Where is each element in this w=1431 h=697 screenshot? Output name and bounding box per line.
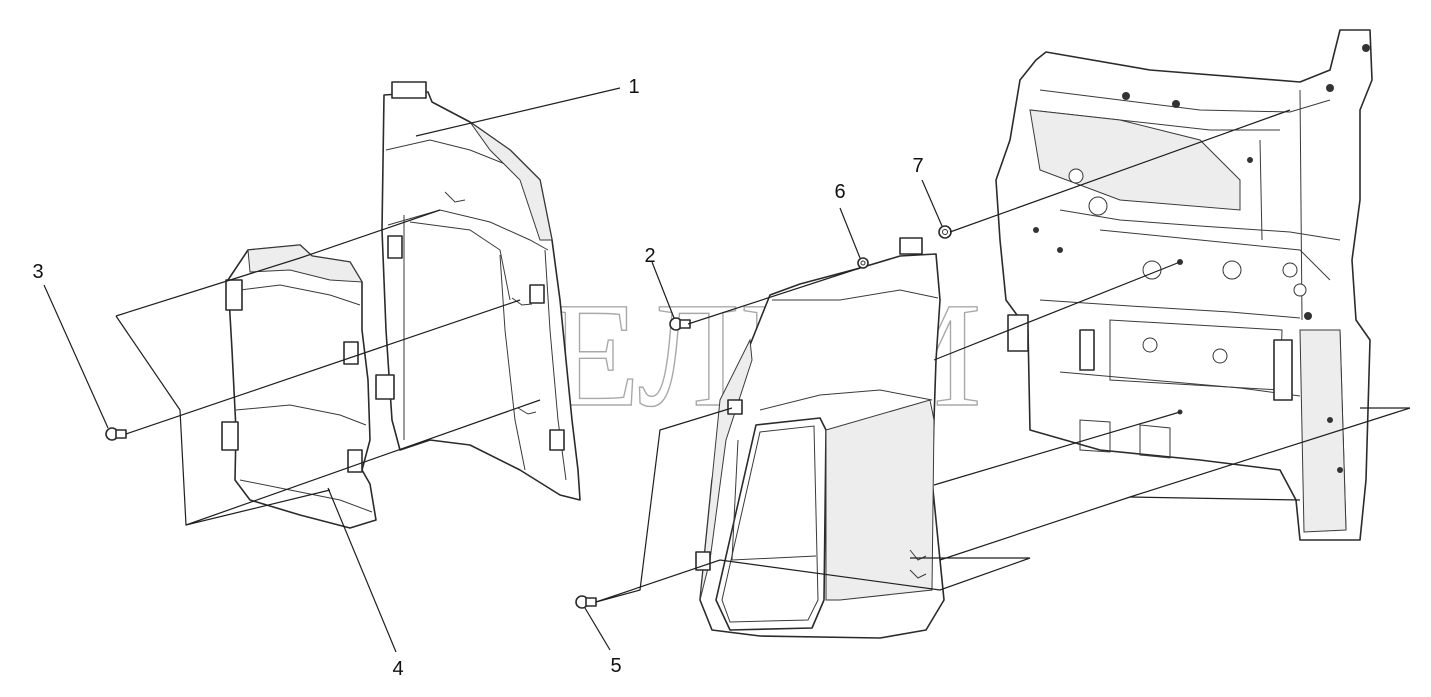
callout-7: 7: [912, 155, 923, 177]
callout-6: 6: [834, 181, 845, 203]
callout-4: 4: [392, 658, 403, 680]
fastener-7-nut: [938, 225, 952, 239]
fastener-3: [105, 427, 127, 441]
fastener-2: [669, 317, 691, 331]
callout-3: 3: [32, 261, 43, 283]
callout-2: 2: [644, 245, 655, 267]
callout-leaders: [43, 87, 943, 653]
callout-5: 5: [610, 655, 621, 677]
part-1-corner-panel: [375, 81, 581, 501]
part-4-outer-panel: [221, 244, 377, 529]
assembly-lines: [115, 109, 1411, 603]
fastener-6-nut: [857, 257, 869, 269]
callout-1: 1: [628, 76, 639, 98]
cab-frame-structure: [995, 29, 1373, 541]
fastener-5: [575, 595, 597, 609]
middle-front-panel: [695, 237, 945, 639]
